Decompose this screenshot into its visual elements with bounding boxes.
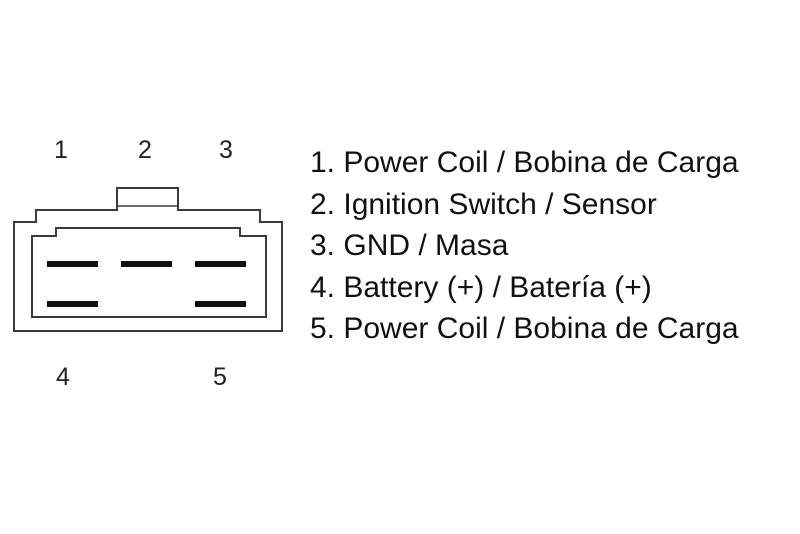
legend-item-2: 2. Ignition Switch / Sensor (310, 187, 657, 221)
legend-item-4: 4. Battery (+) / Batería (+) (310, 270, 652, 304)
pin-number-3: 3 (219, 136, 233, 164)
pin-number-2: 2 (138, 136, 152, 164)
pin-1-terminal (47, 261, 98, 267)
pin-number-4: 4 (56, 363, 70, 391)
pin-2-terminal (121, 261, 172, 267)
pin-number-1: 1 (54, 136, 68, 164)
connector-cavity (31, 227, 267, 318)
pin-3-terminal (195, 261, 246, 267)
connector-housing (13, 187, 283, 332)
pin-5-terminal (195, 301, 246, 307)
legend-item-1: 1. Power Coil / Bobina de Carga (310, 146, 739, 179)
pinout-legend: 1. Power Coil / Bobina de Carga 2. Ignit… (310, 142, 739, 350)
legend-item-3: 3. GND / Masa (310, 229, 509, 262)
legend-item-5: 5. Power Coil / Bobina de Carga (310, 312, 739, 345)
pin-4-terminal (47, 301, 98, 307)
pin-number-5: 5 (213, 363, 227, 391)
